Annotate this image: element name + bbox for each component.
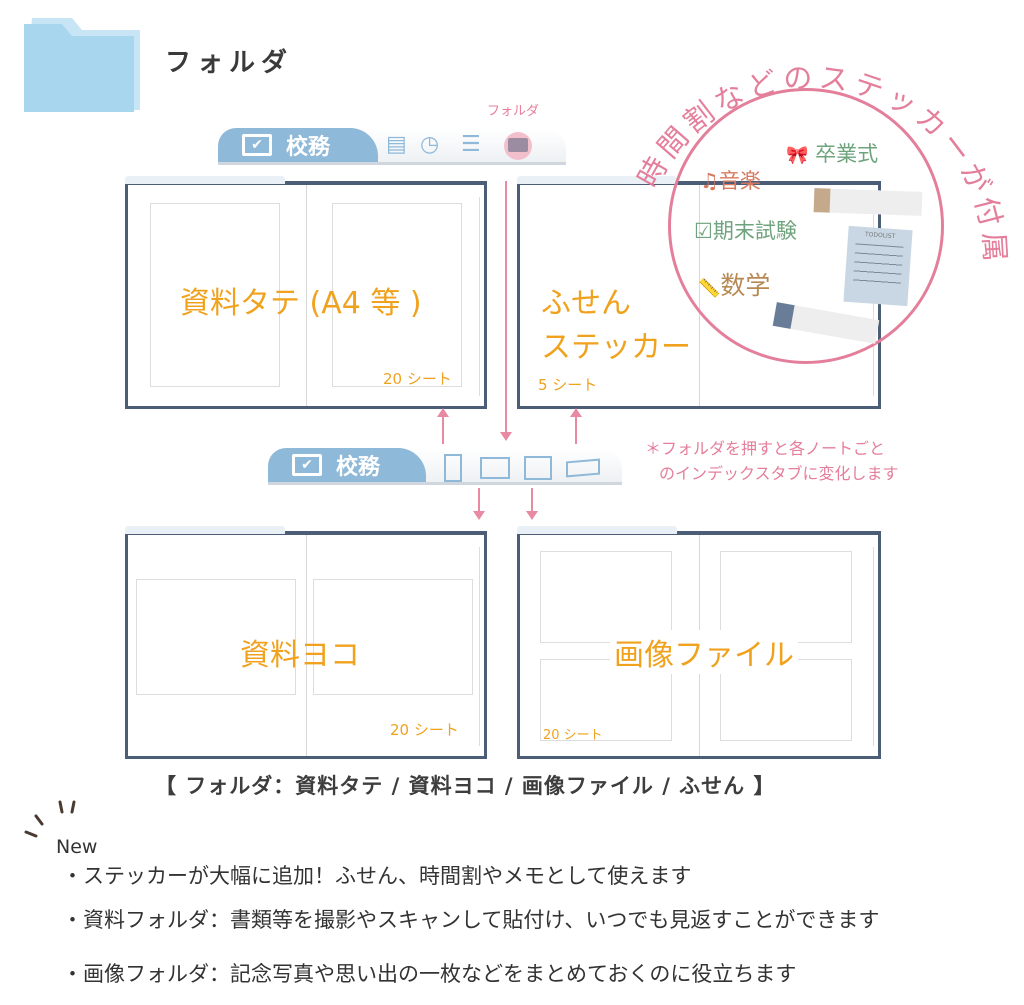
sticky-note-icon[interactable] xyxy=(566,458,600,478)
todo-list-sticker: TODOLIST xyxy=(843,225,913,307)
tab-koumu[interactable]: ✔ 校務 xyxy=(218,128,378,162)
sticker-graduation: 🎀 卒業式 xyxy=(786,142,879,166)
sheet-count: 5 シート xyxy=(538,376,598,394)
landscape-page-icon[interactable] xyxy=(480,457,510,479)
note-line: のインデックスタブに変化します xyxy=(659,464,899,483)
index-tab-strip xyxy=(125,176,285,184)
notebook-label: ふせん xyxy=(541,286,631,321)
notebook-label: ステッカー xyxy=(541,330,691,365)
notebook-portrait[interactable] xyxy=(125,176,487,409)
page-frame xyxy=(313,579,473,695)
page-gutter xyxy=(306,535,307,756)
speech-bubble-icon[interactable]: ☰ xyxy=(461,132,481,157)
todo-label: TODOLIST xyxy=(864,231,896,241)
folder-caption: 【 フォルダ：資料タテ / 資料ヨコ / 画像ファイル / ふせん 】 xyxy=(155,774,776,798)
folder-icon[interactable] xyxy=(504,132,532,160)
feature-item: ・ステッカーが大幅に追加！ふせん、時間割やメモとして使えます xyxy=(62,864,692,888)
music-note-icon: ♫ xyxy=(700,169,719,193)
new-label: New xyxy=(56,836,98,858)
arrow-down xyxy=(473,488,485,520)
page-frame xyxy=(136,579,296,695)
tabbar-top: ✔ 校務 ▤ ◷ ☰ xyxy=(218,128,566,165)
note-line: ＊フォルダを押すと各ノートごと xyxy=(645,439,886,458)
index-tab-strip xyxy=(517,176,677,184)
tape-sticker xyxy=(813,188,923,216)
sheet-count: 20 シート xyxy=(383,370,452,388)
side-index-tabs xyxy=(873,547,880,746)
sticker-math: 📏数学 xyxy=(698,271,771,300)
image-frame xyxy=(540,551,672,643)
folder-callout: フォルダ xyxy=(487,104,540,119)
side-index-tabs xyxy=(479,197,486,396)
sheet-count: 20 シート xyxy=(390,721,459,739)
tab-label: 校務 xyxy=(336,455,381,480)
arrow-down xyxy=(526,488,538,520)
sheet-count: 20 シート xyxy=(543,728,603,743)
folder-icon xyxy=(24,18,140,112)
notebook-label: 資料ヨコ xyxy=(240,638,360,673)
page-frame xyxy=(332,203,462,387)
image-frame xyxy=(540,659,672,741)
sticker-circle xyxy=(668,88,944,364)
arrow-down xyxy=(500,181,512,441)
feature-item: ・資料フォルダ：書類等を撮影やスキャンして貼付け、いつでも見返すことができます xyxy=(62,908,880,932)
clock-icon[interactable]: ◷ xyxy=(420,132,440,157)
tabbar-mid: ✔ 校務 xyxy=(268,448,622,485)
feature-item: ・画像フォルダ：記念写真や思い出の一枚などをまとめておくのに役立ちます xyxy=(62,962,797,986)
page-gutter xyxy=(306,185,307,406)
index-tab-strip xyxy=(517,526,677,534)
arrow-up xyxy=(570,408,582,444)
tab-koumu[interactable]: ✔ 校務 xyxy=(268,448,426,482)
notebook-label: 画像ファイル xyxy=(610,630,798,674)
sticker-music: ♫音楽 xyxy=(700,169,761,193)
page-title: フォルダ xyxy=(165,48,294,78)
index-tab-strip xyxy=(125,526,285,534)
ruler-icon: 📏 xyxy=(698,278,721,299)
computer-check-icon: ✔ xyxy=(242,134,272,156)
side-index-tabs xyxy=(479,547,486,746)
sparkle-lines-icon xyxy=(24,800,76,838)
checkbox-icon: ☑ xyxy=(694,219,713,243)
folder-note: ＊フォルダを押すと各ノートごとのインデックスタブに変化します xyxy=(645,436,899,486)
sticker-exam: ☑期末試験 xyxy=(694,219,797,243)
page-frame xyxy=(150,203,280,387)
notebook-landscape[interactable] xyxy=(125,526,487,759)
image-icon[interactable] xyxy=(524,456,552,480)
tab-label: 校務 xyxy=(286,135,331,160)
document-icon[interactable]: ▤ xyxy=(386,132,407,157)
ribbon-icon: 🎀 xyxy=(786,145,809,166)
arrow-up xyxy=(437,408,449,444)
notebook-label: 資料タテ (A4 等 ) xyxy=(180,286,422,321)
computer-check-icon: ✔ xyxy=(292,454,322,476)
portrait-page-icon[interactable] xyxy=(444,454,462,482)
